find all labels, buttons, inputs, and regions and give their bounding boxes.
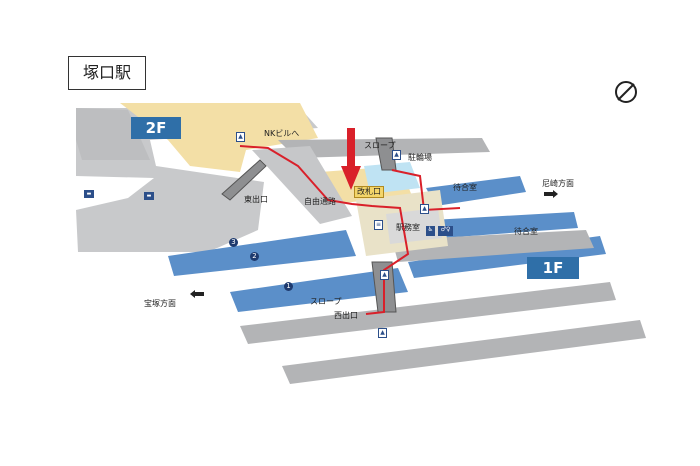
direction-arrow-icon [544,190,558,198]
label-west-exit: 西出口 [334,311,358,320]
platform-number-2: 2 [250,252,259,261]
label-station-office: 駅務室 [396,223,420,232]
accessible-route [239,145,410,315]
label-slope-south: スロープ [310,297,342,306]
label-slope-north: スロープ [364,141,396,150]
elevator-icon: ▲ [378,328,387,338]
platform-upper-right [426,176,526,206]
accessible-icon: ♿ [426,226,435,236]
label-nk-building: NKビルへ [264,129,300,138]
track-south-1 [240,282,616,344]
direction-arrow-icon [190,290,204,298]
platform-3-2 [168,230,356,276]
station-title: 塚口駅 [68,56,146,90]
accessible-route-2 [391,169,461,212]
label-east-exit: 東出口 [244,195,268,204]
bus-icon: ▬ [84,190,94,198]
platform-mid-right [432,212,578,238]
track-south-2 [282,320,646,384]
floor-badge-2f: 2F [131,117,181,139]
elevator-icon: ▲ [236,132,245,142]
elevator-icon: ▲ [392,150,401,160]
platform-number-3: 3 [229,238,238,247]
label-waiting-room-1: 待合室 [453,183,477,192]
platform-1 [230,268,408,312]
platform-number-1: 1 [284,282,293,291]
label-ticket-gate: 改札口 [354,186,384,198]
escalator-icon: ≡ [374,220,383,230]
label-waiting-room-2: 待合室 [514,227,538,236]
elevator-icon: ▲ [420,204,429,214]
bus-icon: ▬ [144,192,154,200]
label-amagasaki: 尼崎方面 [542,179,574,188]
label-takarazuka: 宝塚方面 [144,299,176,308]
label-free-passage: 自由通路 [304,197,336,206]
label-bicycle-parking: 駐輪場 [408,153,432,162]
floor-badge-1f: 1F [527,257,579,279]
toilet-icon: ♂♀ [438,226,453,236]
compass-icon [615,81,637,103]
free-passage-bridge [252,146,352,224]
location-arrow-icon [341,128,361,190]
elevator-icon: ▲ [380,270,389,280]
staircase-east [221,159,267,201]
